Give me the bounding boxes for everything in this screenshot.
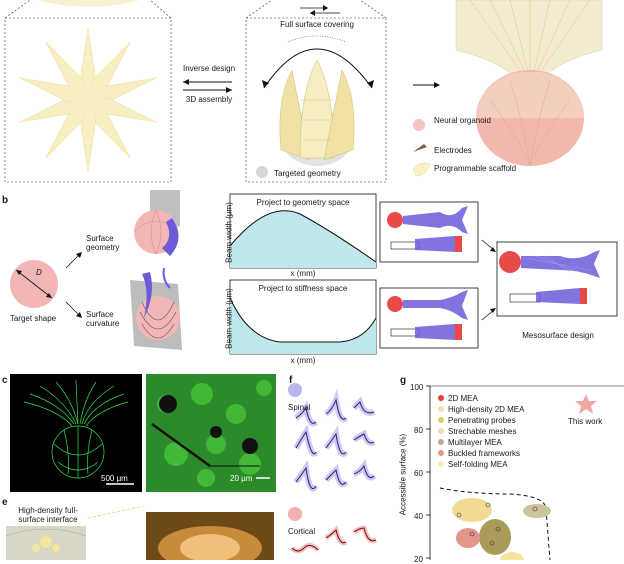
electrode-box-geometry (379, 201, 479, 263)
legend-text: Self-folding MEA (448, 460, 508, 469)
ytick-40: 40 (414, 512, 423, 521)
design-box (4, 17, 172, 183)
panel-f-traces (288, 383, 378, 554)
target-shape-label: Target shape (9, 314, 57, 323)
curvature-sphere (130, 267, 182, 350)
ytick-80: 80 (414, 426, 423, 435)
this-work-star (575, 394, 597, 414)
panel-e-graphics (5, 505, 274, 560)
geometry-marker (256, 166, 268, 178)
panel-b-label: b (2, 195, 9, 206)
mesosurface-design (496, 241, 618, 317)
legend-dot (438, 450, 444, 456)
legend-text: High-density 2D MEA (448, 405, 525, 414)
geometry-sphere (133, 190, 180, 256)
panel-b-graphics (10, 190, 618, 355)
scaffold-legend-icon (412, 162, 431, 177)
spinal-marker (288, 383, 302, 397)
electrodes-legend-text: Electrodes (434, 146, 472, 155)
legend-text: 2D MEA (448, 394, 478, 403)
targeted-geometry-label: Targeted geometry (274, 169, 341, 178)
cortical-label: Cortical (288, 527, 316, 536)
legend-dot (438, 461, 444, 467)
plot-stiffness (229, 279, 377, 355)
legend-text: Buckled frameworks (448, 449, 521, 458)
panel-d-scalebar-label: 20 μm (230, 474, 253, 483)
chart-blobs (452, 498, 551, 560)
spinal-label: Spinal (288, 403, 311, 412)
target-diameter-label: D (36, 268, 42, 277)
surface-curvature-label: Surface curvature (86, 310, 120, 328)
electrode-legend-icon (413, 144, 427, 152)
organoid-legend-icon (413, 119, 425, 131)
plot-stiffness-title: Project to stiffness space (258, 284, 348, 293)
inverse-design-label: Inverse design (182, 64, 236, 73)
legend-text: Strechable meshes (448, 427, 517, 436)
plot-stiffness-ylabel: Beam width (μm) (224, 288, 234, 349)
legend-dot (438, 406, 444, 412)
assembly-box (245, 17, 387, 183)
panel-a-graphics (4, 0, 603, 183)
plot-stiffness-xlabel: x (mm) (290, 356, 316, 365)
plot-geometry-title: Project to geometry space (256, 198, 350, 207)
flower-pattern (19, 27, 157, 173)
plot-geometry-xlabel: x (mm) (290, 269, 316, 278)
surface-geometry-label: Surface geometry (86, 234, 120, 252)
folded-scaffold (279, 59, 355, 166)
organoid-legend-text: Neural organoid (434, 116, 491, 125)
cortical-marker (288, 507, 302, 521)
electrode-box-stiffness (379, 287, 479, 349)
legend-dot (438, 417, 444, 423)
panel-e-caption: High-density full-surface interface (18, 506, 78, 524)
ytick-100: 100 (410, 383, 424, 392)
mesosurface-label: Mesosurface design (522, 331, 594, 340)
legend-dot (438, 428, 444, 434)
g-ylabel: Accessible surface (%) (398, 433, 408, 516)
ytick-60: 60 (414, 469, 423, 478)
assembled-device (455, 0, 603, 167)
legend-text: Multilayer MEA (448, 438, 502, 447)
legend-text: Penetrating probes (448, 416, 516, 425)
legend-dot (438, 439, 444, 445)
this-work-label: This work (568, 417, 603, 426)
full-surface-label: Full surface covering (280, 20, 354, 29)
panel-c-label: c (2, 375, 8, 386)
panel-c-image (10, 374, 142, 492)
plot-geometry-ylabel: Beam width (μm) (224, 202, 234, 263)
panel-c-scalebar-label: 500 μm (101, 474, 128, 483)
panel-e-label: e (2, 497, 8, 508)
panel-g-chart (426, 385, 624, 560)
panel-g-label: g (400, 375, 407, 386)
plot-geometry (229, 193, 377, 269)
scaffold-legend-text: Programmable scaffold (434, 164, 517, 173)
assembly-label: 3D assembly (185, 95, 233, 104)
panel-d-image (146, 374, 276, 492)
panel-f-label: f (289, 375, 293, 386)
legend-dot (438, 395, 444, 401)
